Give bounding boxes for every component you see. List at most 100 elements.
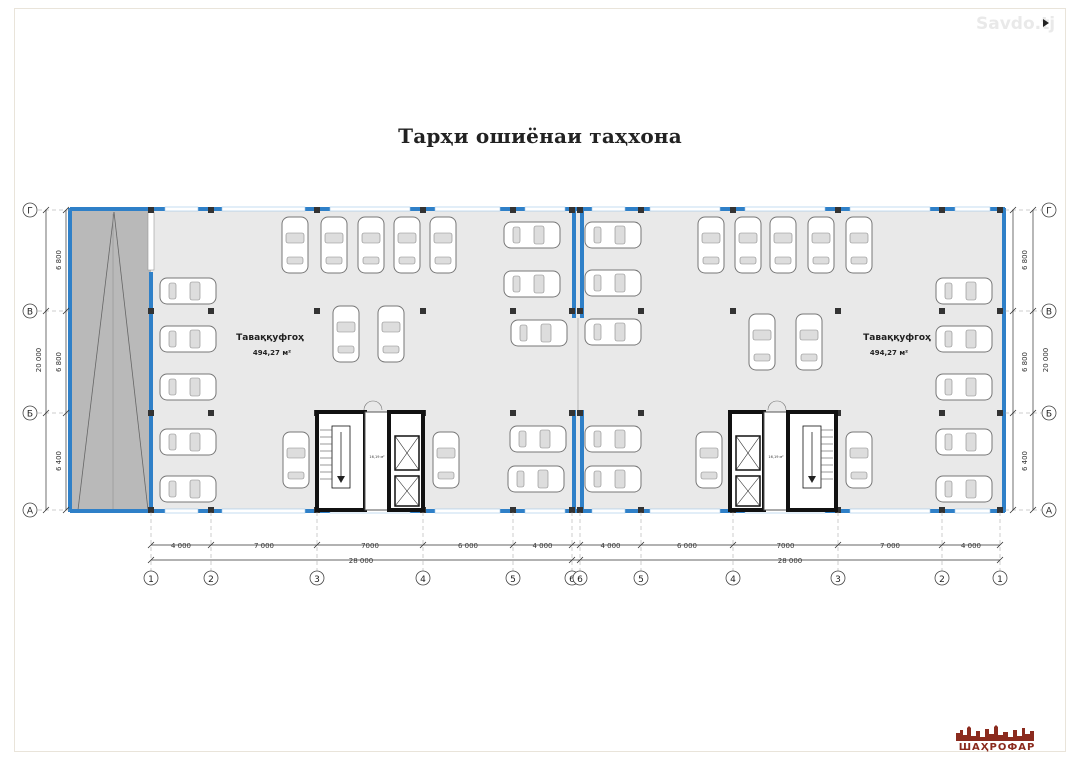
car-body [320,216,348,274]
car [935,475,993,503]
column-axis-bubble [992,570,1008,586]
car-windshield [752,329,772,341]
structural-column [997,507,1003,513]
play-icon[interactable] [1043,19,1049,27]
car-rear-window [325,256,343,265]
car-windshield [811,232,831,244]
row-axis-label: Г [1046,207,1052,217]
structural-column [730,308,736,314]
row-axis-label: Б [27,410,33,420]
column-axis-label: 6 [577,575,583,585]
dimension-tick [1029,506,1037,514]
car-windshield [614,429,626,449]
car-body [935,277,993,305]
column-dimension-right: 7 000 [880,542,900,550]
car-body [357,216,385,274]
structural-column [939,507,945,513]
structural-column [577,207,583,213]
column-axis-label: 4 [730,575,736,585]
structural-column [638,507,644,513]
car-body [584,465,642,493]
car-windshield [965,329,977,349]
structural-column [314,207,320,213]
window [591,206,626,212]
watermark: Savdo.tj [976,14,1056,34]
structural-column [148,410,154,416]
brand-name: ШАҲРОФАР [958,742,1036,753]
column-axis-label: 1 [148,575,154,585]
car [320,216,348,274]
car-body [584,221,642,249]
structural-column [510,207,516,213]
column-dimension-right: 6 000 [677,542,697,550]
car [769,216,797,274]
column-total-left: 28 000 [349,557,374,565]
car-windshield [614,273,626,293]
structural-column [638,308,644,314]
car-body [509,425,567,453]
structural-column [510,308,516,314]
car [584,221,642,249]
car-windshield [773,232,793,244]
car-rear-window [516,470,525,488]
car-windshield [397,232,417,244]
structural-column [997,410,1003,416]
car-rear-window [593,274,602,292]
car-rear-window [434,256,452,265]
column-dimension-left: 4 000 [171,542,191,550]
car [584,465,642,493]
room-area-right: 16,19 м² [768,455,784,459]
car-windshield [189,432,201,452]
car-rear-window [800,353,818,362]
car-rear-window [512,275,521,293]
car [507,465,565,493]
car [503,221,561,249]
dimension-tick [1029,307,1037,315]
structural-column [939,410,945,416]
row-axis-label: А [27,507,34,517]
car-windshield [361,232,381,244]
car-body [429,216,457,274]
car-body [432,431,460,489]
car [697,216,725,274]
car-windshield [285,232,305,244]
window [164,508,199,514]
car-body [795,313,823,371]
dimension-tick [42,206,50,214]
column-axis-label: 2 [208,575,214,585]
car-rear-window [593,323,602,341]
column-axis-bubble [143,570,159,586]
parked-cars [159,216,993,503]
structural-column [939,308,945,314]
car [159,325,217,353]
car [935,277,993,305]
car-body [584,425,642,453]
column-axis-bubble [505,570,521,586]
car-windshield [614,469,626,489]
row-axis-bubble [1041,202,1057,218]
car-rear-window [774,256,792,265]
column-dimension-right: 4 000 [600,542,620,550]
car-windshield [965,377,977,397]
dimension-tick [576,541,584,549]
car-rear-window [286,256,304,265]
core-right: 16,19 м² [728,400,838,512]
car-rear-window [287,471,305,480]
car-rear-window [593,470,602,488]
car [935,428,993,456]
row-dimension-left: 6 800 [55,352,63,372]
column-axis-label: 5 [638,575,644,585]
row-dimension-right: 6 400 [1021,451,1029,471]
car-rear-window [518,430,527,448]
window [591,508,626,514]
dimension-tick [62,409,70,417]
core-left: 16,19 м² [315,400,425,512]
row-axis-label: Б [1046,410,1052,420]
dimension-tick [62,307,70,315]
car-windshield [965,432,977,452]
car [795,313,823,371]
